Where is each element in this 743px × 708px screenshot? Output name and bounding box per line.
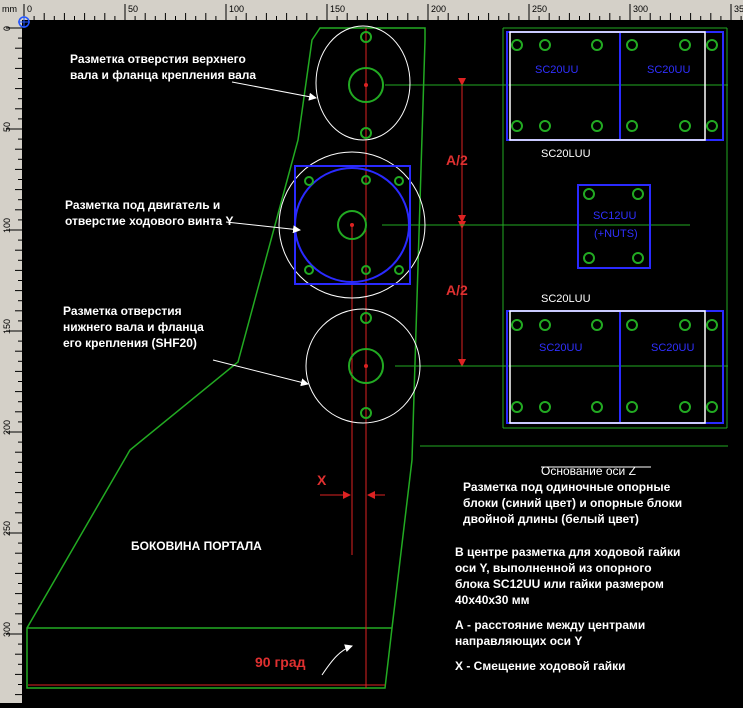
label-a-half-bottom: A/2 bbox=[446, 282, 468, 298]
label-a-half-top: A/2 bbox=[446, 152, 468, 168]
block-label-ul: SC20UU bbox=[535, 64, 578, 76]
note-center-2: оси Y, выполненной из опорного bbox=[455, 561, 652, 575]
left-ruler bbox=[0, 0, 22, 703]
note-base-1: Разметка под одиночные опорные bbox=[463, 480, 671, 494]
block-label-ll: SC20UU bbox=[539, 342, 582, 354]
ruler-left-label: 200 bbox=[2, 420, 12, 435]
ruler-left-label: 100 bbox=[2, 218, 12, 233]
ruler-top-label: 100 bbox=[229, 4, 244, 14]
note-base-3: двойной длины (белый цвет) bbox=[463, 512, 639, 526]
block-label-lr: SC20UU bbox=[651, 342, 694, 354]
nut-block bbox=[577, 184, 651, 269]
note-base-2: блоки (синий цвет) и опорные блоки bbox=[463, 496, 682, 510]
block-label-top-luu: SC20LUU bbox=[541, 148, 591, 160]
block-label-bottom-luu: SC20LUU bbox=[541, 293, 591, 305]
label-motor-1: Разметка под двигатель и bbox=[65, 198, 220, 212]
ruler-top-label: 350 bbox=[734, 4, 743, 14]
ruler-top-label: 150 bbox=[330, 4, 345, 14]
block-label-nuts: (+NUTS) bbox=[594, 228, 638, 240]
leader-lines bbox=[212, 81, 353, 676]
reference-lines bbox=[382, 27, 728, 447]
note-base-title: Основание оси Z bbox=[541, 464, 636, 478]
note-a-1: А - расстояние между центрами bbox=[455, 618, 645, 632]
lower-block-group bbox=[506, 310, 724, 424]
note-a-2: направляющих оси Y bbox=[455, 634, 582, 648]
label-lower-shaft-3: его крепления (SHF20) bbox=[63, 336, 197, 350]
ruler-top-label: 250 bbox=[532, 4, 547, 14]
ruler-top-label: 300 bbox=[633, 4, 648, 14]
side-panel bbox=[26, 27, 426, 689]
block-label-sc12: SC12UU bbox=[593, 210, 636, 222]
ruler-top-label: 200 bbox=[431, 4, 446, 14]
ruler-top-label: 50 bbox=[128, 4, 138, 14]
label-side-panel: БОКОВИНА ПОРТАЛА bbox=[131, 539, 262, 553]
label-motor-2: отверстие ходового винта Y bbox=[65, 214, 234, 228]
upper-shaft-marking bbox=[315, 25, 411, 141]
motor-marking bbox=[278, 151, 426, 299]
label-angle: 90 град bbox=[255, 654, 306, 670]
label-upper-shaft-1: Разметка отверстия верхнего bbox=[70, 52, 246, 66]
ruler-left-label: 250 bbox=[2, 521, 12, 536]
note-center-3: блока SC12UU или гайки размером bbox=[455, 577, 664, 591]
note-center-1: В центре разметка для ходовой гайки bbox=[455, 545, 680, 559]
ruler-left-label: 300 bbox=[2, 622, 12, 637]
label-upper-shaft-2: вала и фланца крепления вала bbox=[70, 68, 256, 82]
upper-block-group bbox=[506, 31, 724, 141]
ruler-left-label: 0 bbox=[2, 26, 12, 31]
label-lower-shaft-1: Разметка отверстия bbox=[63, 304, 182, 318]
label-lower-shaft-2: нижнего вала и фланца bbox=[63, 320, 204, 334]
block-label-ur: SC20UU bbox=[647, 64, 690, 76]
ruler-left-label: 50 bbox=[2, 122, 12, 132]
note-x-1: Х - Смещение ходовой гайки bbox=[455, 659, 626, 673]
ruler-unit: mm bbox=[2, 4, 17, 14]
ruler-top-label: 0 bbox=[27, 4, 32, 14]
top-ruler bbox=[0, 0, 743, 20]
label-x-offset: X bbox=[317, 472, 327, 488]
lower-shaft-marking bbox=[305, 308, 421, 424]
ruler-left-label: 150 bbox=[2, 319, 12, 334]
note-center-4: 40х40х30 мм bbox=[455, 593, 530, 607]
